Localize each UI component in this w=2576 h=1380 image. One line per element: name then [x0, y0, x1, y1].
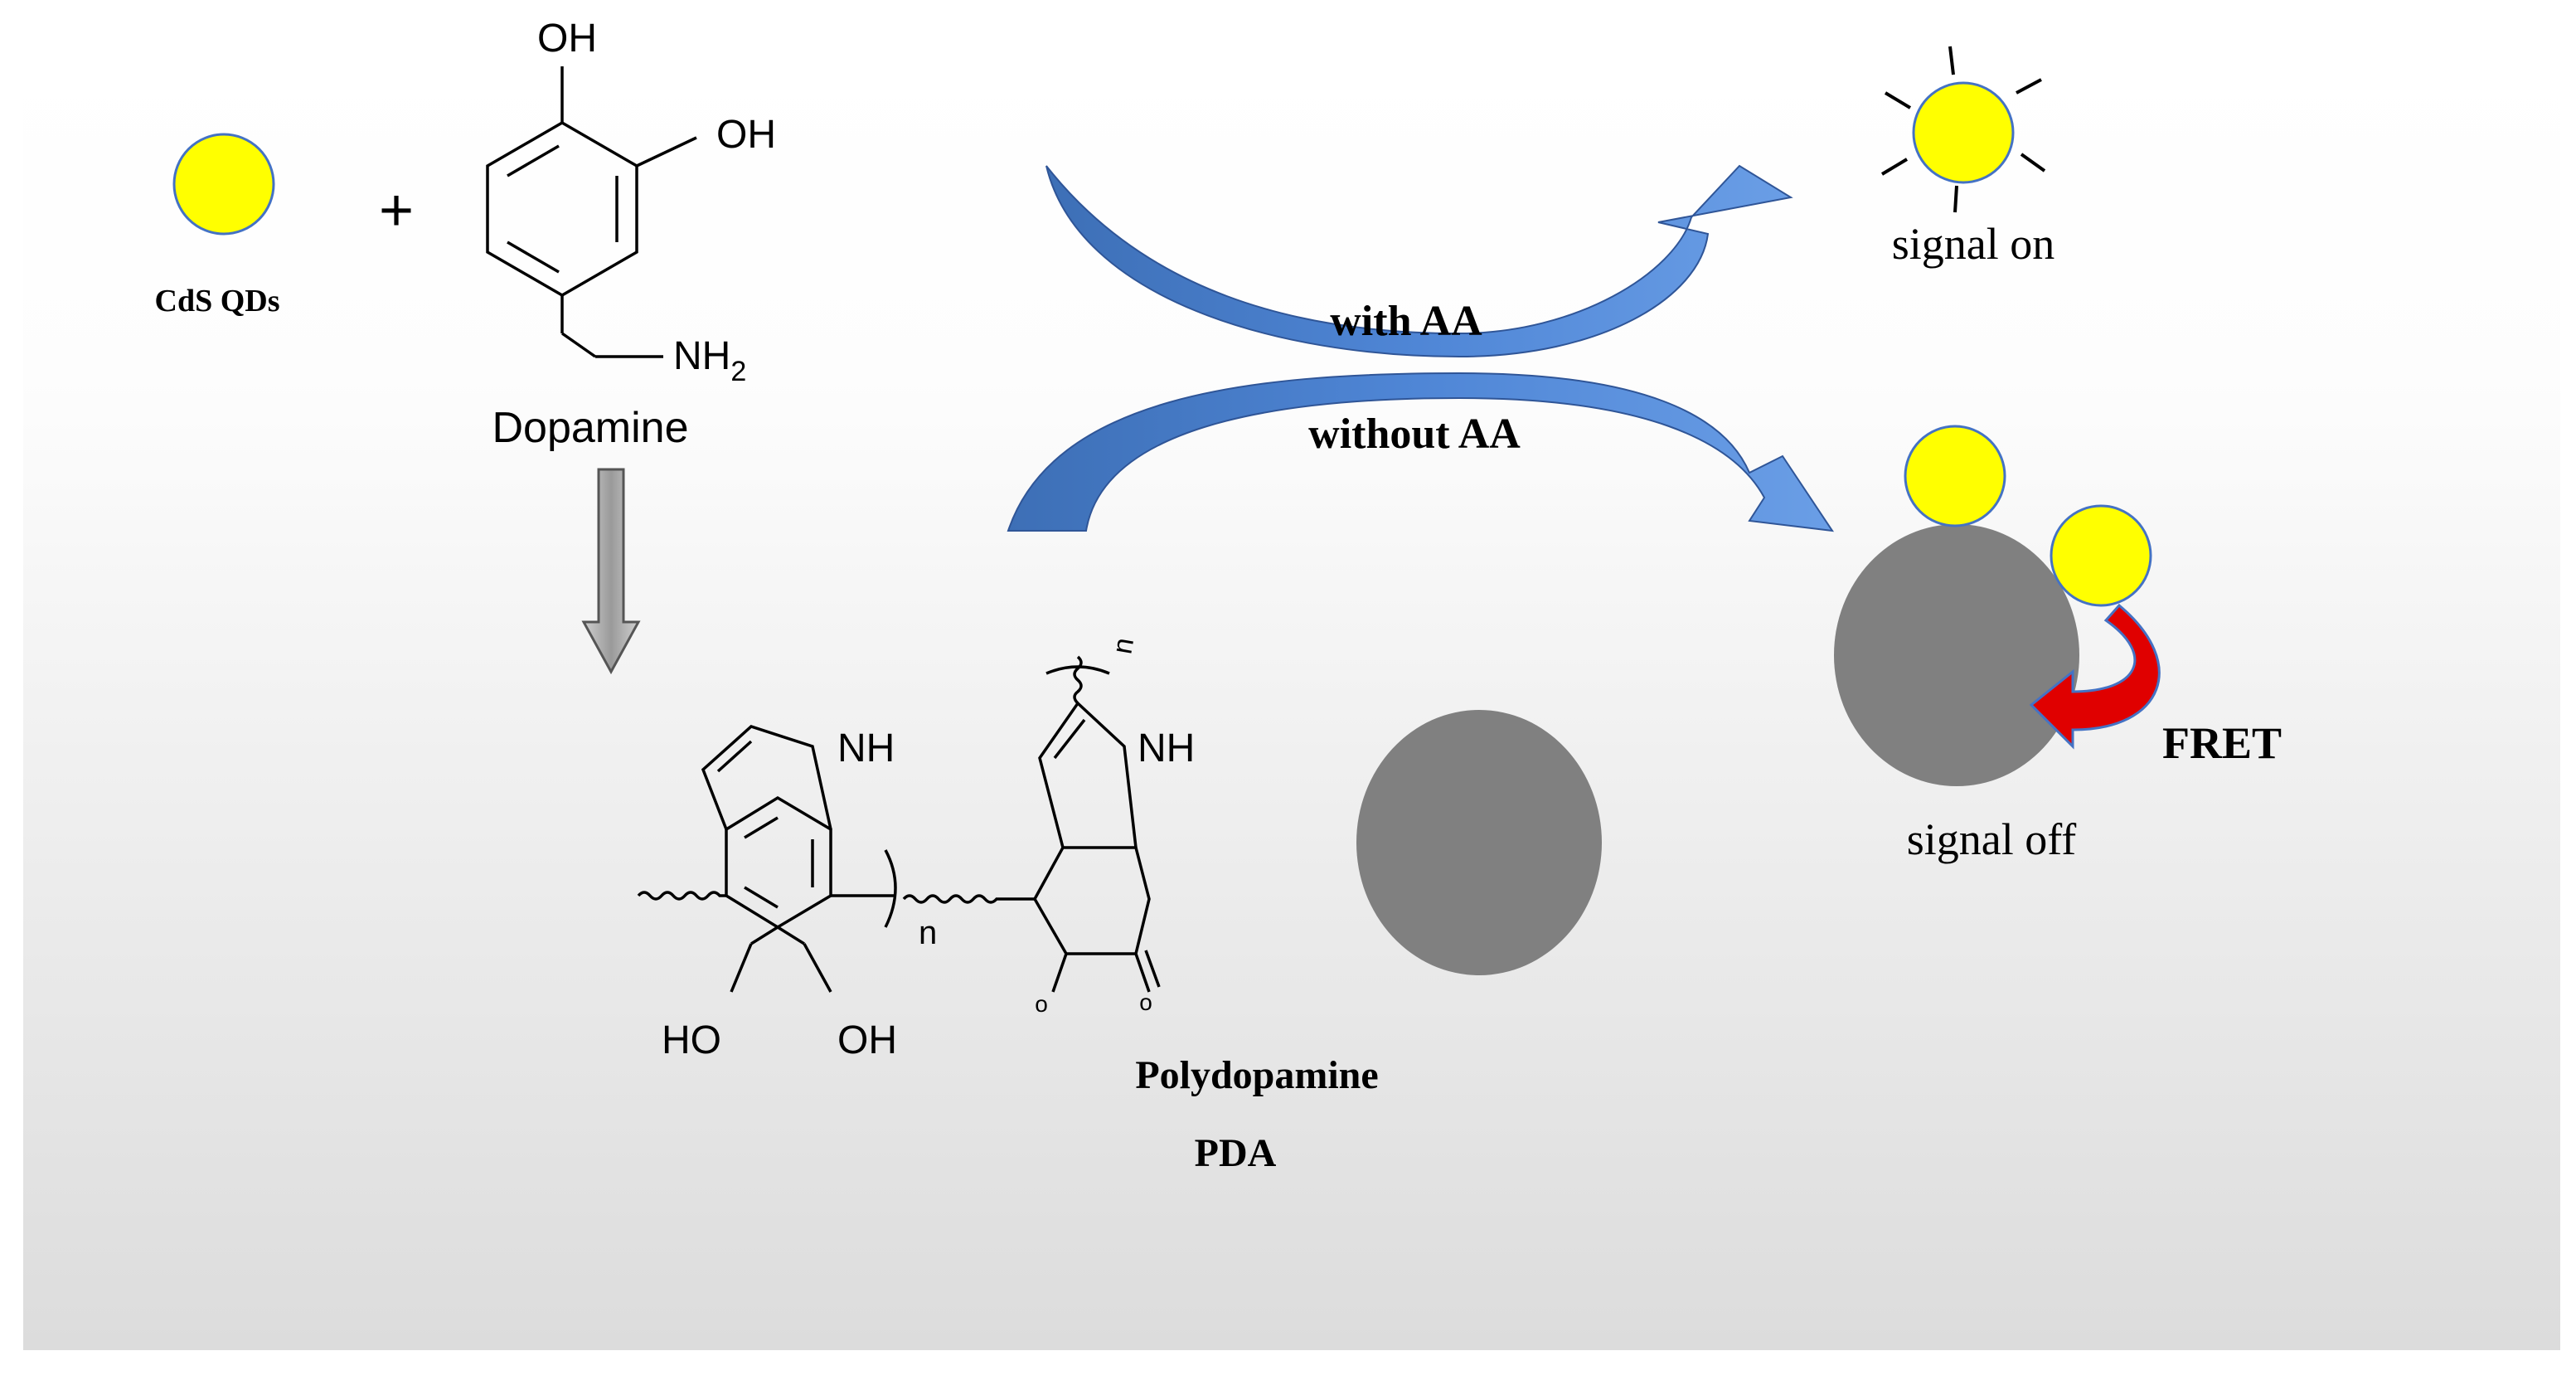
plus-sign: +	[379, 177, 414, 244]
pda-carbonyl-o-left: o	[1035, 991, 1048, 1017]
pda-ho-label: HO	[662, 1018, 721, 1062]
without-aa-label: without AA	[1308, 411, 1521, 458]
dopamine-oh-top: OH	[537, 17, 597, 61]
signal-on-label: signal on	[1892, 219, 2055, 269]
process-arrow-down	[581, 468, 641, 675]
pda-nh-left: NH	[837, 726, 895, 770]
dopamine-nh2: NH2	[673, 334, 746, 387]
cds-quantum-dot	[172, 133, 275, 236]
pda-label: PDA	[1195, 1131, 1277, 1175]
with-aa-arrow	[1045, 164, 1793, 358]
signal-on-quantum-dot	[1880, 46, 2046, 213]
pda-n-subscript-left: n	[919, 915, 937, 951]
pda-oh-label: OH	[837, 1018, 897, 1062]
dopamine-oh-right: OH	[716, 113, 776, 157]
cds-qds-label: CdS QDs	[155, 284, 280, 318]
fret-label: FRET	[2162, 718, 2282, 768]
polydopamine-label: Polydopamine	[1135, 1053, 1378, 1097]
pda-nh-right: NH	[1138, 726, 1195, 770]
fret-arrow	[2029, 603, 2161, 750]
with-aa-label: with AA	[1330, 298, 1482, 345]
reaction-arrows	[1007, 164, 1835, 532]
pda-nanoparticle	[1356, 710, 1602, 975]
signal-off-complex	[1834, 425, 2161, 786]
background-panel	[23, 56, 2560, 1350]
without-aa-arrow	[1007, 372, 1835, 532]
polydopamine-structure	[637, 655, 1161, 993]
pda-carbonyl-o-right: o	[1139, 989, 1152, 1015]
signal-off-label: signal off	[1907, 814, 2076, 864]
dopamine-label: Dopamine	[492, 404, 688, 452]
dopamine-structure	[486, 66, 697, 358]
